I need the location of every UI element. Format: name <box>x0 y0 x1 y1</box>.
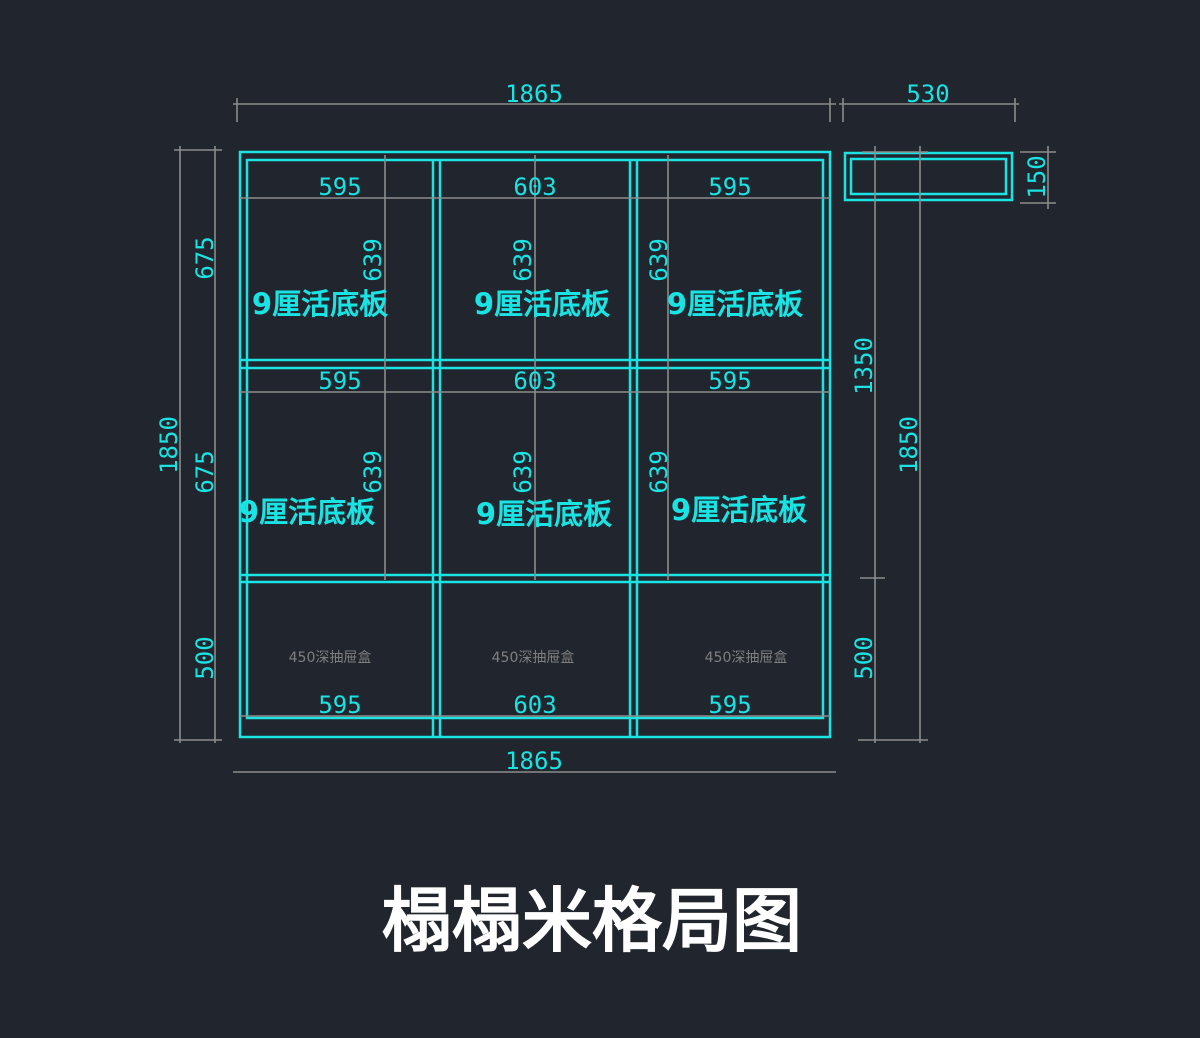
drawer-label: 450深抽屉盒 <box>289 649 372 666</box>
dim-depth: 530 <box>906 80 949 108</box>
panel-label: 9厘活底板 <box>671 493 808 527</box>
dim-right-upper: 1350 <box>850 337 878 395</box>
dim-side-thickness: 150 <box>1023 155 1051 198</box>
dim-lower-height: 500 <box>191 636 219 679</box>
panel-label: 9厘活底板 <box>239 495 376 529</box>
col-width: 595 <box>708 691 751 719</box>
col-width: 603 <box>513 367 556 395</box>
drawer-label: 450深抽屉盒 <box>492 649 575 666</box>
dim-right-total: 1850 <box>895 416 923 474</box>
col-width: 603 <box>513 173 556 201</box>
dim-right-lower: 500 <box>850 636 878 679</box>
drawer-label: 450深抽屉盒 <box>705 649 788 666</box>
dim-upper-height: 675 <box>191 236 219 279</box>
col-width: 595 <box>318 367 361 395</box>
col-width: 595 <box>318 691 361 719</box>
dim-total-width: 1865 <box>505 80 563 108</box>
panel-label: 9厘活底板 <box>252 287 389 321</box>
col-width: 595 <box>318 173 361 201</box>
cell-height: 639 <box>359 238 387 281</box>
dim-middle-height: 675 <box>191 450 219 493</box>
panel-label: 9厘活底板 <box>476 497 613 531</box>
side-view <box>843 151 1014 202</box>
dim-total-height: 1850 <box>155 416 183 474</box>
col-width: 595 <box>708 367 751 395</box>
panel-label: 9厘活底板 <box>474 287 611 321</box>
cell-height: 639 <box>509 450 537 493</box>
col-width: 603 <box>513 691 556 719</box>
cell-height: 639 <box>645 238 673 281</box>
dim-bottom-width: 1865 <box>505 747 563 775</box>
cell-height: 639 <box>359 450 387 493</box>
col-width: 595 <box>708 173 751 201</box>
cell-height: 639 <box>645 450 673 493</box>
panel-label: 9厘活底板 <box>667 287 804 321</box>
drawing-title: 榻榻米格局图 <box>382 879 802 962</box>
cell-height: 639 <box>509 238 537 281</box>
dimension-lines <box>174 98 1056 773</box>
